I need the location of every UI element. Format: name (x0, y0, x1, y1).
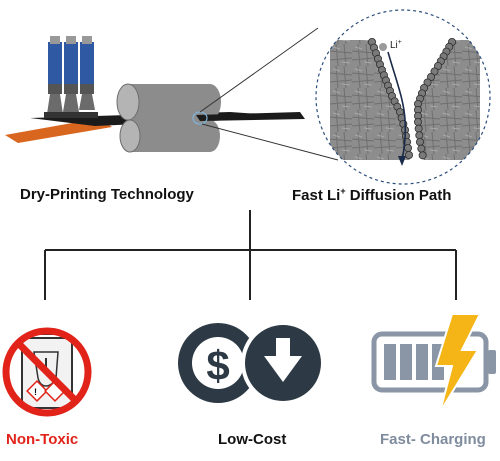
dry-printing-label: Dry-Printing Technology (20, 186, 194, 203)
li-diffusion-zoom-icon: Li+ (315, 9, 491, 185)
svg-text:!: ! (34, 387, 37, 397)
low-cost-label: Low-Cost (218, 431, 287, 448)
upper-roller (116, 83, 221, 121)
li-ion-dot (379, 43, 387, 51)
nozzle-array (44, 36, 98, 118)
dollar-down-icon: $ (178, 321, 325, 405)
li-ion-label: Li+ (390, 39, 402, 51)
particle-chain (367, 38, 456, 160)
battery-lightning-icon (371, 313, 496, 413)
dry-printing-machine-icon (5, 27, 339, 161)
no-toxic-chemical-icon: ! (2, 327, 92, 417)
branch-connector (44, 210, 457, 300)
fast-li-diffusion-label: Fast Li+ Diffusion Path (292, 186, 452, 204)
svg-text:$: $ (206, 342, 229, 389)
fast-charging-label: Fast- Charging (380, 431, 486, 448)
lower-roller (119, 119, 220, 153)
non-toxic-label: Non-Toxic (6, 431, 79, 448)
